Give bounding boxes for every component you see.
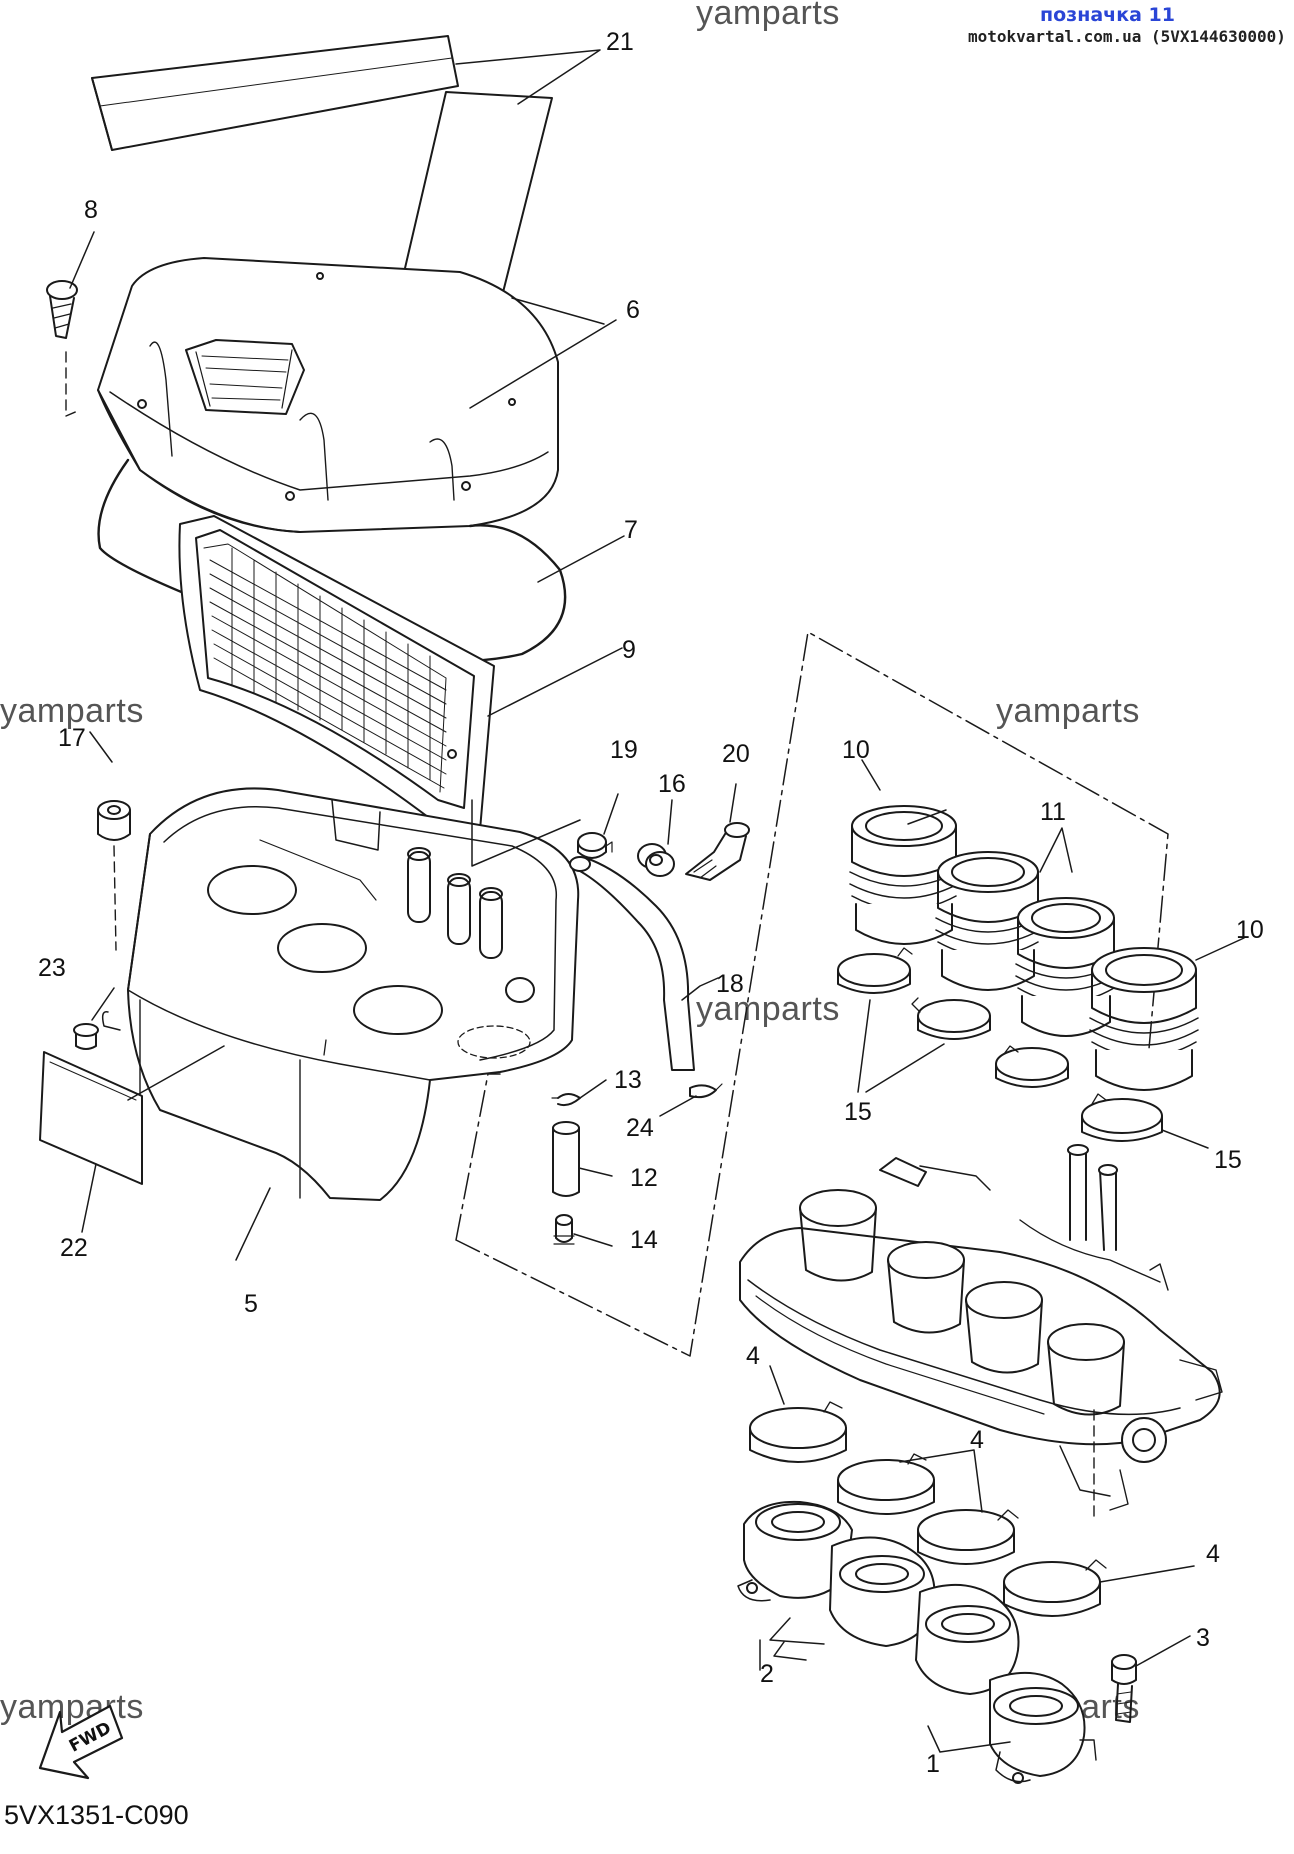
part-20-check-valve [685,783,750,881]
part-9-air-filter [178,515,623,831]
part-16-grommet [637,799,675,877]
part-14-plug [553,1214,613,1247]
diagram-code: 5VX1351-C090 [4,1800,189,1830]
callout-18: 18 [716,970,744,998]
part-13-clip [551,1079,607,1107]
part-10-funnel-left [849,759,959,945]
part-24-clip [659,1083,723,1117]
callout-2: 2 [760,1660,774,1688]
callout-23: 23 [38,954,66,982]
part-22-plate [39,1045,225,1233]
assembly-boundary-line [455,631,1169,1357]
part-8-screw [46,280,81,417]
callout-19: 19 [610,736,638,764]
part-19-clamp [577,793,619,859]
callout-17: 17 [58,724,86,752]
part-23-grommet [73,987,115,1050]
part-6-airbox-cover [97,257,617,533]
callout-24: 24 [626,1114,654,1142]
part-21-foam-strips [91,35,553,329]
part-17-grommet [89,731,131,951]
callout-4: 4 [746,1342,760,1370]
callout-1: 1 [926,1750,940,1778]
callout-4: 4 [970,1426,984,1454]
part-1-intake-joints [989,1671,1097,1784]
airbox-sensor-bosses [407,847,503,959]
callout-7: 7 [624,516,638,544]
callout-20: 20 [722,740,750,768]
callout-21: 21 [606,28,634,56]
callout-15: 15 [1214,1146,1242,1174]
part-4-clamps [749,1365,1195,1617]
watermark: yamparts [0,692,144,730]
callout-14: 14 [630,1226,658,1254]
watermark: yamparts [696,0,840,32]
part-18-hose [569,856,719,1071]
callout-8: 8 [84,196,98,224]
watermark: yamparts [696,990,840,1028]
callout-labels: 21 8 6 7 9 17 19 16 20 10 11 10 18 23 13… [38,28,1264,1778]
part-11-funnel [1015,827,1117,1037]
callout-16: 16 [658,770,686,798]
part-5-airbox-case [101,787,581,1261]
callout-13: 13 [614,1066,642,1094]
callout-11: 11 [1040,798,1066,826]
part-3-bolt [1111,1635,1191,1723]
watermark: yamparts [996,692,1140,730]
part-11-funnel [935,851,1041,991]
callout-12: 12 [630,1164,658,1192]
callout-22: 22 [60,1234,88,1262]
part-10-funnel-right [1089,937,1245,1091]
callout-5: 5 [244,1290,258,1318]
callout-15: 15 [844,1098,872,1126]
callout-3: 3 [1196,1624,1210,1652]
callout-10: 10 [1236,916,1264,944]
callout-10: 10 [842,736,870,764]
leader-lines [69,49,1011,1753]
part-2-intake-joints [737,1500,1020,1695]
throttle-body-assembly [739,1144,1223,1521]
part-12-drain-tube [552,1121,613,1197]
header-link[interactable]: позначка 11 [1040,4,1175,26]
callout-6: 6 [626,296,640,324]
watermark: yamparts [0,1688,144,1726]
header-site-label: motokvartal.com.ua (5VX144630000) [968,27,1286,46]
callout-9: 9 [622,636,636,664]
fwd-arrow-icon: FWD [38,1704,124,1780]
part-15-clamps [837,947,1209,1149]
callout-4: 4 [1206,1540,1220,1568]
